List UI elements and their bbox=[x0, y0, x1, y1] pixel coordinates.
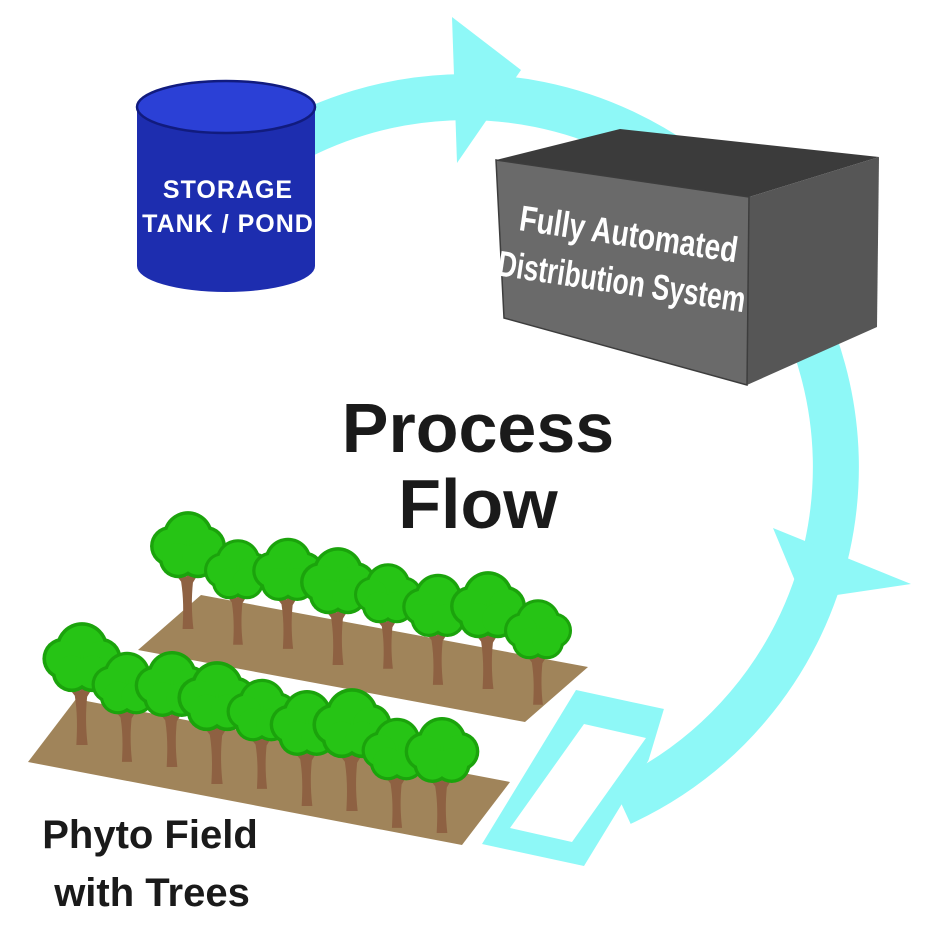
field-strip-lower bbox=[28, 699, 510, 845]
tree bbox=[404, 717, 480, 833]
storage-tank-label-line1: STORAGE bbox=[163, 176, 293, 204]
tree-canopy bbox=[203, 539, 273, 600]
tree bbox=[450, 571, 526, 689]
title-line2: Flow bbox=[398, 465, 558, 543]
tree-trunk bbox=[334, 743, 366, 812]
flow-arrowhead-top bbox=[452, 17, 521, 163]
tree-rows bbox=[42, 511, 573, 833]
irrigation-pipe-loop-hole bbox=[510, 724, 646, 842]
flow-arrowhead-right bbox=[773, 528, 911, 600]
tree-trunk bbox=[272, 587, 301, 649]
tree bbox=[203, 539, 273, 645]
storage-tank: STORAGE TANK / POND bbox=[135, 79, 317, 292]
distribution-box-front-face bbox=[495, 159, 750, 386]
field-caption-line1: Phyto Field bbox=[42, 813, 258, 857]
tree bbox=[402, 573, 474, 685]
tree-trunk bbox=[321, 599, 352, 665]
tree-canopy bbox=[353, 563, 423, 624]
storage-tank-label-line2: TANK / POND bbox=[142, 210, 314, 238]
tree-trunk bbox=[222, 586, 250, 645]
tree-canopy bbox=[503, 599, 573, 660]
title-line1: Process bbox=[342, 389, 614, 467]
field-strip-upper bbox=[138, 595, 588, 722]
tree-trunk bbox=[155, 702, 186, 767]
tree-trunk bbox=[171, 563, 202, 629]
pipe-junction-notch bbox=[648, 702, 702, 762]
tree-trunk bbox=[111, 701, 140, 762]
tree-trunk bbox=[290, 741, 321, 806]
storage-tank-body bbox=[137, 81, 315, 292]
tree-trunk bbox=[381, 767, 410, 828]
distribution-box: Fully Automated Distribution System bbox=[495, 129, 879, 386]
tree-canopy bbox=[404, 717, 480, 783]
distribution-box-top-face bbox=[496, 129, 879, 197]
tree-trunk bbox=[372, 610, 400, 669]
storage-tank-lid bbox=[135, 79, 317, 135]
tree bbox=[353, 563, 423, 669]
tree-canopy bbox=[402, 573, 474, 637]
field-caption-line2: with Trees bbox=[53, 871, 250, 915]
distribution-box-side-face bbox=[747, 157, 879, 385]
tree-trunk bbox=[422, 623, 451, 685]
tree-trunk bbox=[64, 677, 96, 746]
tree-trunk bbox=[471, 623, 502, 689]
tree-trunk bbox=[246, 728, 275, 789]
tree-trunk bbox=[425, 768, 456, 833]
tree-canopy bbox=[450, 571, 526, 639]
tree-trunk bbox=[199, 716, 231, 785]
tree bbox=[503, 599, 573, 705]
tree-trunk bbox=[522, 646, 550, 705]
